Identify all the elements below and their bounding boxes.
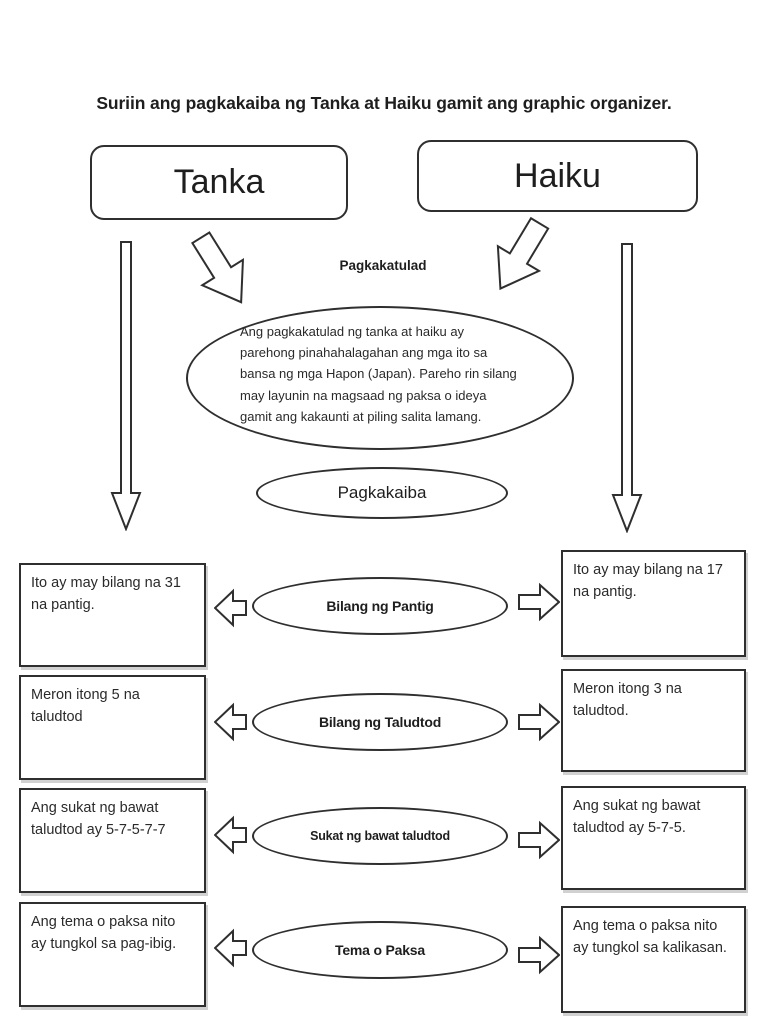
haiku-tema-text: Ang tema o paksa nito ay tungkol sa kali… (573, 918, 727, 956)
tanka-pantig-text: Ito ay may bilang na 31 na pantig. (31, 575, 181, 613)
left-arrow-icon (214, 702, 247, 742)
tanka-down-arrow-icon (177, 222, 265, 318)
similarities-ellipse: Ang pagkakatulad ng tanka at haiku ay pa… (186, 306, 574, 450)
left-arrow-icon (214, 588, 247, 628)
category-label: Bilang ng Pantig (326, 598, 434, 614)
tanka-pantig-box: Ito ay may bilang na 31 na pantig. (19, 563, 206, 667)
haiku-long-down-arrow-icon (611, 243, 643, 533)
haiku-taludtod-text: Meron itong 3 na taludtod. (573, 681, 682, 719)
haiku-taludtod-box: Meron itong 3 na taludtod. (561, 669, 746, 772)
left-arrow-icon (214, 815, 247, 855)
haiku-pantig-box: Ito ay may bilang na 17 na pantig. (561, 550, 746, 657)
haiku-sukat-box: Ang sukat ng bawat taludtod ay 5-7-5. (561, 786, 746, 890)
right-arrow-icon (518, 702, 560, 742)
tanka-taludtod-text: Meron itong 5 na taludtod (31, 687, 140, 725)
similarities-heading: Pagkakatulad (339, 258, 427, 273)
tanka-header-box: Tanka (90, 145, 348, 220)
page-title: Suriin ang pagkakaiba ng Tanka at Haiku … (96, 93, 672, 113)
differences-label: Pagkakaiba (337, 483, 427, 502)
haiku-header-label: Haiku (514, 156, 601, 195)
similarities-text: Ang pagkakatulad ng tanka at haiku ay pa… (240, 324, 517, 424)
category-label: Sukat ng bawat taludtod (310, 829, 450, 843)
category-ellipse-taludtod: Bilang ng Taludtod (252, 693, 508, 751)
haiku-sukat-text: Ang sukat ng bawat taludtod ay 5-7-5. (573, 798, 701, 836)
tanka-tema-box: Ang tema o paksa nito ay tungkol sa pag-… (19, 902, 206, 1007)
category-label: Tema o Paksa (335, 942, 425, 958)
left-arrow-icon (214, 928, 247, 968)
haiku-tema-box: Ang tema o paksa nito ay tungkol sa kali… (561, 906, 746, 1013)
category-ellipse-sukat: Sukat ng bawat taludtod (252, 807, 508, 865)
right-arrow-icon (518, 935, 560, 975)
tanka-sukat-text: Ang sukat ng bawat taludtod ay 5-7-5-7-7 (31, 800, 166, 838)
haiku-header-box: Haiku (417, 140, 698, 212)
haiku-down-arrow-icon (476, 208, 563, 304)
tanka-tema-text: Ang tema o paksa nito ay tungkol sa pag-… (31, 914, 177, 952)
tanka-header-label: Tanka (173, 163, 265, 201)
category-ellipse-pantig: Bilang ng Pantig (252, 577, 508, 635)
right-arrow-icon (518, 582, 560, 622)
tanka-sukat-box: Ang sukat ng bawat taludtod ay 5-7-5-7-7 (19, 788, 206, 893)
tanka-taludtod-box: Meron itong 5 na taludtod (19, 675, 206, 780)
category-ellipse-tema: Tema o Paksa (252, 921, 508, 979)
differences-ellipse: Pagkakaiba (256, 467, 508, 519)
haiku-pantig-text: Ito ay may bilang na 17 na pantig. (573, 562, 723, 600)
tanka-long-down-arrow-icon (110, 241, 142, 531)
category-label: Bilang ng Taludtod (318, 714, 442, 730)
right-arrow-icon (518, 820, 560, 860)
